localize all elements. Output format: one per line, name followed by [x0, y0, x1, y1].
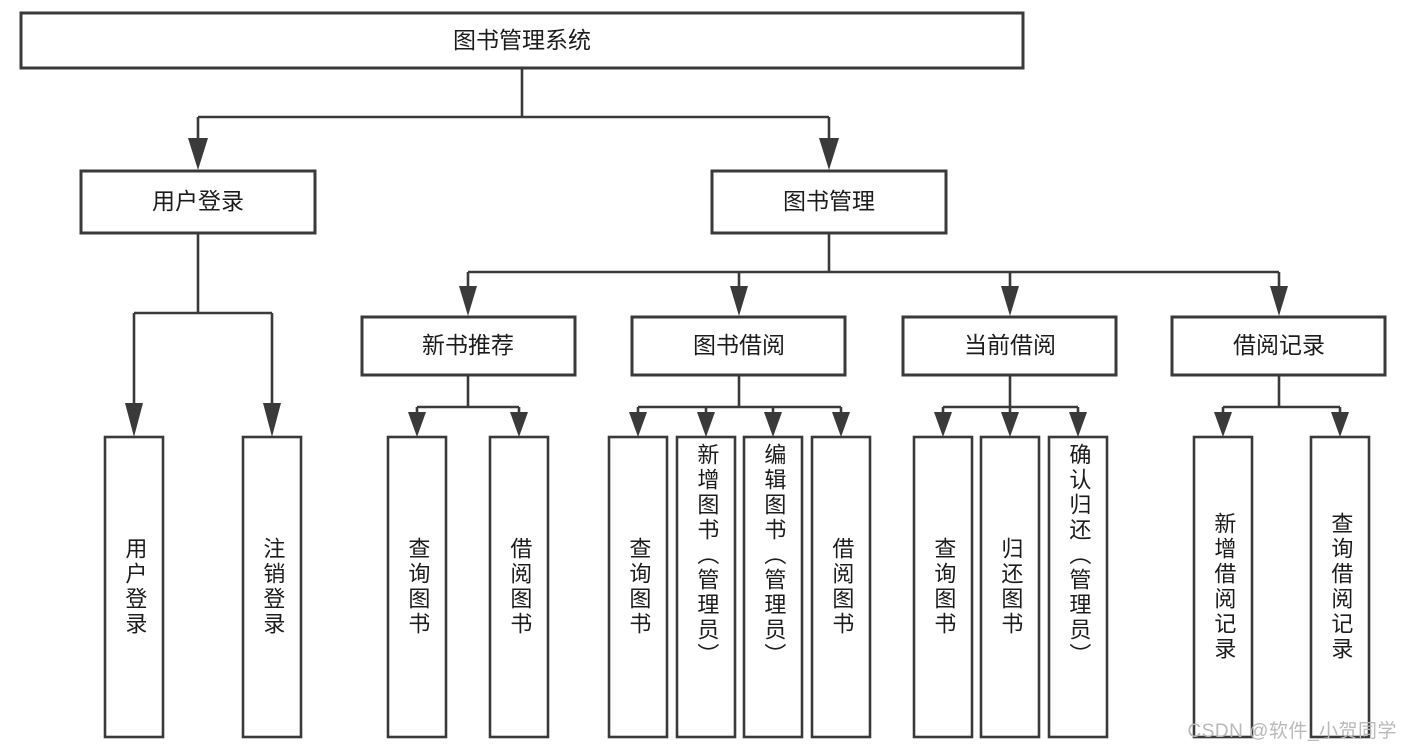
leaf-add-book-box[interactable]: [675, 435, 737, 739]
arrowhead-leaf-add-book: [697, 412, 715, 437]
node-root[interactable]: 图书管理系统: [19, 11, 1025, 70]
node-current-borrow-box[interactable]: [901, 315, 1118, 377]
leaf-borrow-book-1-box[interactable]: [488, 435, 550, 739]
leaf-add-record-box[interactable]: [1192, 435, 1254, 739]
node-book-management[interactable]: 图书管理: [710, 169, 948, 235]
leaf-query-book-1-box[interactable]: [386, 435, 448, 739]
node-new-book-recommend[interactable]: 新书推荐: [360, 315, 577, 377]
arrowhead-leaf-query-book-1: [408, 412, 426, 437]
arrowhead-leaf-edit-book: [764, 412, 782, 437]
leaf-query-book-2-box[interactable]: [607, 435, 669, 739]
connectors: [125, 68, 1349, 437]
arrowhead-leaf-query-book-2: [629, 412, 647, 437]
node-borrow-record-box[interactable]: [1170, 315, 1387, 377]
arrowhead-borrow-record: [1270, 286, 1288, 316]
leaf-confirm-return-box[interactable]: [1047, 435, 1109, 739]
node-user-login-box[interactable]: [79, 169, 317, 235]
node-book-management-box[interactable]: [710, 169, 948, 235]
arrowhead-leaf-user-login: [125, 403, 143, 437]
arrowhead-leaf-return-book: [1001, 412, 1019, 437]
node-book-borrow[interactable]: 图书借阅: [630, 315, 847, 377]
arrowhead-book-borrow: [730, 286, 748, 316]
arrowhead-userlogin: [188, 138, 208, 170]
leaf-user-login-box[interactable]: [103, 435, 165, 739]
node-book-borrow-box[interactable]: [630, 315, 847, 377]
arrowhead-leaf-add-record: [1214, 412, 1232, 437]
node-borrow-record[interactable]: 借阅记录: [1170, 315, 1387, 377]
node-book-management-label: 图书管理: [783, 188, 875, 214]
node-current-borrow[interactable]: 当前借阅: [901, 315, 1118, 377]
node-user-login[interactable]: 用户登录: [79, 169, 317, 235]
arrowhead-leaf-borrow-book-2: [832, 412, 850, 437]
arrowhead-new-book-recommend: [459, 286, 477, 316]
leaf-boxes: [103, 435, 1371, 739]
arrowhead-bookmgmt: [819, 138, 839, 170]
node-borrow-record-label: 借阅记录: [1233, 332, 1325, 358]
node-new-book-recommend-box[interactable]: [360, 315, 577, 377]
node-current-borrow-label: 当前借阅: [964, 332, 1056, 358]
node-user-login-label: 用户登录: [152, 188, 244, 214]
leaf-logout-box[interactable]: [241, 435, 303, 739]
node-book-borrow-label: 图书借阅: [693, 332, 785, 358]
leaf-query-book-3-box[interactable]: [912, 435, 974, 739]
leaf-edit-book-box[interactable]: [742, 435, 804, 739]
leaf-borrow-book-2-box[interactable]: [810, 435, 872, 739]
arrowhead-leaf-logout: [263, 403, 281, 437]
arrowhead-leaf-query-book-3: [934, 412, 952, 437]
arrowhead-leaf-query-record: [1331, 412, 1349, 437]
arrowhead-leaf-borrow-book-1: [510, 412, 528, 437]
watermark: CSDN @软件_小贺同学: [1187, 721, 1397, 742]
arrowhead-leaf-confirm-return: [1069, 412, 1087, 437]
node-new-book-recommend-label: 新书推荐: [422, 332, 514, 358]
leaf-query-record-box[interactable]: [1309, 435, 1371, 739]
leaf-return-book-box[interactable]: [979, 435, 1041, 739]
node-root-box[interactable]: [19, 11, 1025, 70]
arrowhead-current-borrow: [1001, 286, 1019, 316]
node-root-label: 图书管理系统: [453, 27, 591, 53]
